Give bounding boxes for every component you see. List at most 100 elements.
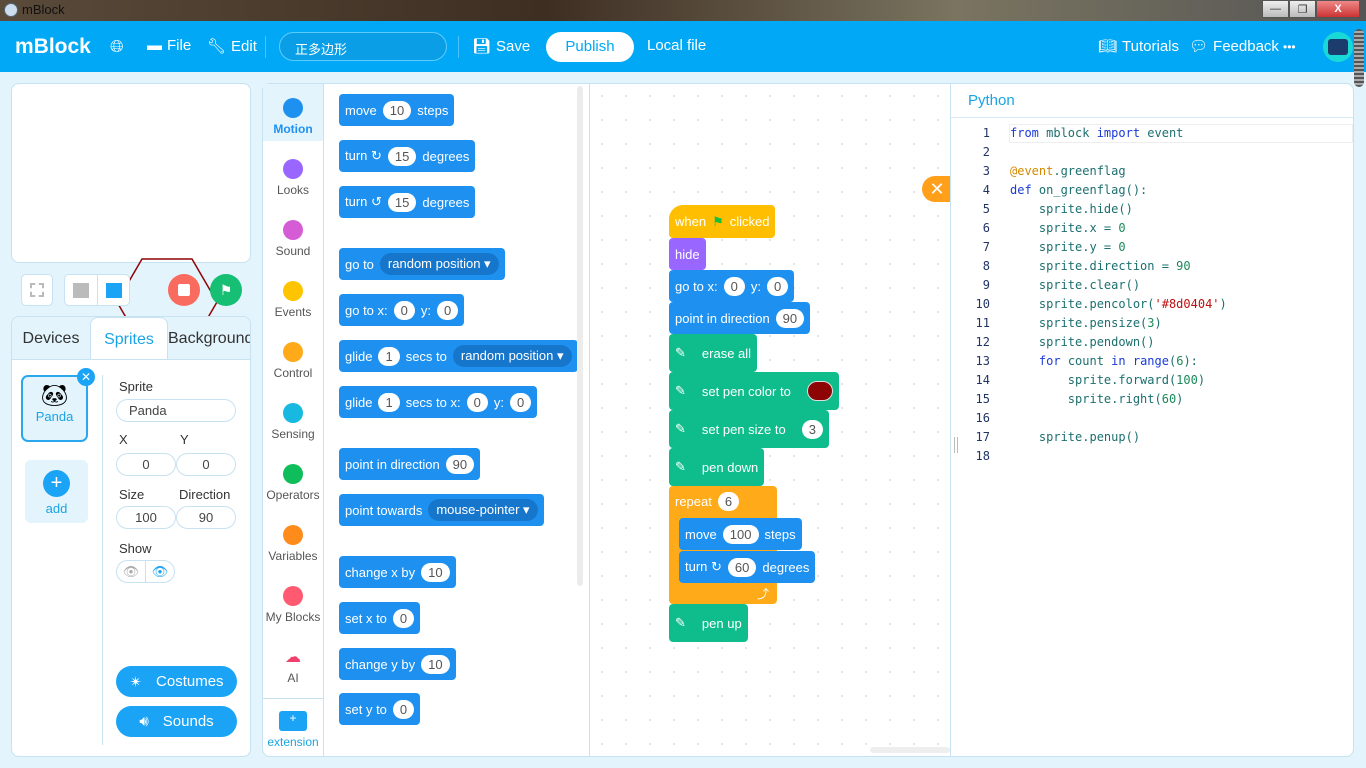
- code-line[interactable]: sprite.pendown(): [1010, 335, 1155, 349]
- tab-background[interactable]: Background: [168, 330, 251, 347]
- erase-all-block[interactable]: ✎erase all: [669, 334, 758, 372]
- more-button[interactable]: •••: [1283, 40, 1296, 54]
- direction-input[interactable]: 90: [176, 506, 236, 529]
- window-scrollbar[interactable]: [1354, 29, 1364, 87]
- eye-icon[interactable]: 👁︎: [122, 564, 140, 579]
- wand-icon: ✴: [129, 673, 143, 691]
- code-line[interactable]: sprite.pensize(3): [1010, 316, 1162, 330]
- local-file-label[interactable]: Local file: [647, 37, 707, 54]
- edit-menu[interactable]: 🔧︎Edit: [207, 37, 257, 56]
- set-pen-color-block[interactable]: ✎set pen color to: [669, 372, 839, 410]
- line-number: 1: [982, 126, 990, 140]
- resize-handle[interactable]: [954, 437, 958, 453]
- code-line[interactable]: sprite.direction = 90: [1010, 259, 1191, 273]
- workspace-scrollbar[interactable]: [870, 747, 950, 753]
- stop-button[interactable]: [168, 274, 200, 306]
- y-input[interactable]: 0: [176, 453, 236, 476]
- category-looks[interactable]: Looks: [263, 159, 323, 197]
- code-line[interactable]: sprite.right(60): [1010, 392, 1184, 406]
- category-motion[interactable]: Motion: [263, 84, 323, 141]
- file-menu[interactable]: ▬File: [147, 37, 192, 54]
- eye-hidden-icon[interactable]: 👁︎: [145, 561, 174, 582]
- minimize-button[interactable]: —: [1262, 0, 1289, 18]
- code-line[interactable]: sprite.pencolor('#8d0404'): [1010, 297, 1227, 311]
- line-number: 3: [982, 164, 990, 178]
- show-toggle[interactable]: 👁︎ 👁︎: [116, 560, 175, 583]
- category-ai[interactable]: ☁AI: [285, 649, 301, 685]
- pen-up-block[interactable]: ✎pen up: [669, 604, 748, 642]
- sprite-name-input[interactable]: Panda: [116, 399, 236, 422]
- category-my-blocks[interactable]: My Blocks: [263, 586, 323, 624]
- delete-sprite-icon[interactable]: ✕: [77, 368, 95, 386]
- layout-toggle[interactable]: [64, 274, 130, 306]
- code-line[interactable]: sprite.x = 0: [1010, 221, 1126, 235]
- x-input[interactable]: 0: [116, 453, 176, 476]
- category-extension[interactable]: +extension: [263, 698, 323, 749]
- tutorials-button[interactable]: 📖︎Tutorials: [1098, 37, 1180, 56]
- code-line[interactable]: sprite.y = 0: [1010, 240, 1126, 254]
- code-line[interactable]: sprite.penup(): [1010, 430, 1141, 444]
- sprite-thumbnail[interactable]: 🐼︎ Panda ✕: [21, 368, 95, 442]
- when-flag-clicked-block[interactable]: when⚑clicked: [669, 205, 776, 238]
- close-window-button[interactable]: X: [1316, 0, 1360, 18]
- close-code-icon[interactable]: ✕: [922, 176, 952, 202]
- size-input[interactable]: 100: [116, 506, 176, 529]
- save-button[interactable]: 💾︎Save: [472, 37, 531, 56]
- add-sprite-button[interactable]: + add: [25, 460, 88, 523]
- code-line[interactable]: from mblock import event: [1010, 126, 1184, 140]
- line-number: 16: [975, 411, 990, 425]
- tab-sprites[interactable]: Sprites: [89, 317, 168, 359]
- costumes-button[interactable]: ✴Costumes: [116, 666, 237, 697]
- category-sound[interactable]: Sound: [263, 220, 323, 258]
- hide-block[interactable]: hide: [669, 238, 706, 270]
- pen-color-swatch[interactable]: [806, 381, 833, 401]
- code-line[interactable]: @event.greenflag: [1010, 164, 1126, 178]
- line-number: 2: [982, 145, 990, 159]
- code-line[interactable]: sprite.clear(): [1010, 278, 1141, 292]
- code-line[interactable]: def on_greenflag():: [1010, 183, 1148, 197]
- stage[interactable]: [11, 83, 251, 346]
- fullscreen-button[interactable]: [21, 274, 53, 306]
- large-stage-icon[interactable]: [106, 283, 122, 298]
- device-avatar[interactable]: [1323, 32, 1353, 62]
- sounds-button[interactable]: 🔊︎Sounds: [116, 706, 237, 737]
- category-variables[interactable]: Variables: [263, 525, 323, 563]
- code-line[interactable]: for count in range(6):: [1038, 354, 1198, 368]
- language-button[interactable]: 🌐︎: [110, 37, 124, 57]
- category-sensing[interactable]: Sensing: [263, 403, 323, 441]
- pen-down-block[interactable]: ✎pen down: [669, 448, 765, 486]
- code-line[interactable]: sprite.forward(100): [1010, 373, 1206, 387]
- publish-button[interactable]: Publish: [546, 32, 634, 62]
- small-stage-icon[interactable]: [73, 283, 89, 298]
- palette-scrollbar[interactable]: [577, 86, 583, 586]
- green-flag-button[interactable]: ⚑: [210, 274, 242, 306]
- feedback-button[interactable]: 💬︎Feedback: [1189, 37, 1279, 56]
- category-control[interactable]: Control: [263, 342, 323, 380]
- code-line[interactable]: sprite.hide(): [1010, 202, 1133, 216]
- category-events[interactable]: Events: [263, 281, 323, 319]
- project-name-input[interactable]: 正多边形: [279, 32, 447, 61]
- wrench-icon: 🔧︎: [207, 38, 227, 55]
- line-number: 10: [975, 297, 990, 311]
- category-operators[interactable]: Operators: [263, 464, 323, 502]
- maximize-button[interactable]: ❐: [1289, 0, 1316, 18]
- tab-devices[interactable]: Devices: [22, 330, 80, 347]
